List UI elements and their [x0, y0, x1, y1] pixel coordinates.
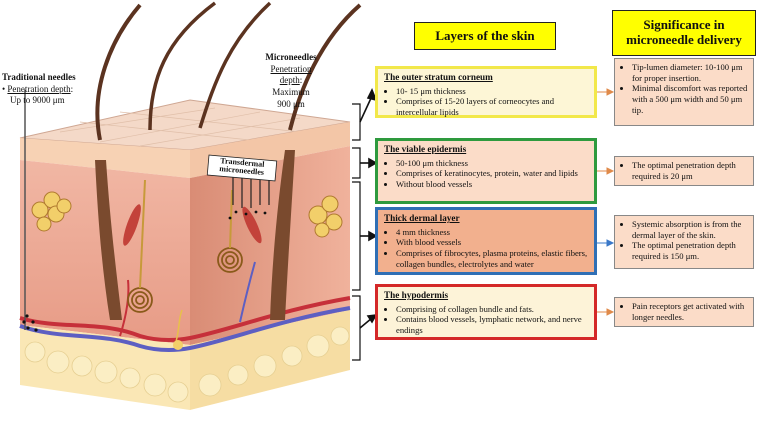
- traditional-needles-depth-value: Up to 9000 μm: [10, 95, 65, 106]
- traditional-needles-depth: • Penetration depth:: [2, 83, 74, 94]
- traditional-needles-label: Traditional needles • Penetration depth:…: [2, 72, 88, 107]
- layer-box-hypodermis: The hypodermis Comprising of collagen bu…: [375, 284, 597, 340]
- dermis-side: [190, 146, 350, 345]
- layer-title: The outer stratum corneum: [384, 72, 493, 82]
- layer-item: Comprises of 15-20 layers of corneocytes…: [396, 96, 588, 117]
- layer-title: The viable epidermis: [384, 144, 467, 154]
- microneedles-title: Microneedles: [265, 52, 317, 62]
- significance-box-epidermis: The optimal penetration depth required i…: [614, 156, 754, 186]
- layer-item: Comprises of keratinocytes, protein, wat…: [396, 168, 588, 179]
- layer-item: 50-100 μm thickness: [396, 158, 588, 169]
- skin-cross-section-illustration: [19, 1, 378, 410]
- hair-follicle-right: [270, 150, 295, 320]
- layer-item: 10- 15 μm thickness: [396, 86, 588, 97]
- significance-item: Minimal discomfort was reported with a 5…: [632, 83, 748, 115]
- significance-box-dermal: Systemic absorption is from the dermal l…: [614, 215, 754, 269]
- traditional-needles-title: Traditional needles: [2, 72, 76, 82]
- microneedles-depth-label-1: Penetration: [270, 63, 312, 74]
- layer-title: Thick dermal layer: [384, 213, 460, 223]
- significance-item: The optimal penetration depth required i…: [632, 160, 748, 181]
- significance-item: Systemic absorption is from the dermal l…: [632, 219, 748, 240]
- significance-title-line2: microneedle delivery: [626, 32, 742, 47]
- hair-follicle-left: [95, 160, 122, 320]
- traditional-needles-depth-label: Penetration depth: [7, 83, 71, 94]
- layer-item: Comprising of collagen bundle and fats.: [396, 304, 588, 315]
- significance-item: The optimal penetration depth required i…: [632, 240, 748, 261]
- layer-item: Contains blood vessels, lymphatic networ…: [396, 314, 588, 335]
- hair-shaft-2: [148, 1, 217, 131]
- layer-item: 4 mm thickness: [396, 227, 588, 238]
- significance-title: Significance in microneedle delivery: [612, 10, 756, 56]
- hair-shaft-3: [198, 1, 272, 129]
- layer-box-stratum-corneum: The outer stratum corneum 10- 15 μm thic…: [375, 66, 597, 118]
- hair-shaft-1: [95, 3, 142, 141]
- layer-title: The hypodermis: [384, 290, 449, 300]
- layer-item: With blood vessels: [396, 237, 588, 248]
- microneedles-depth-value-1: Maximum: [272, 87, 310, 98]
- layer-box-dermal-layer: Thick dermal layer 4 mm thickness With b…: [375, 207, 597, 275]
- layers-title: Layers of the skin: [414, 22, 556, 50]
- significance-box-hypodermis: Pain receptors get activated with longer…: [614, 297, 754, 327]
- epidermis-front: [20, 138, 190, 178]
- microneedles-depth-value-2: 900 μm: [277, 98, 305, 109]
- microneedles-depth-label-2: depth: [279, 75, 300, 86]
- significance-item: Tip-lumen diameter: 10-100 μm for proper…: [632, 62, 748, 83]
- layer-box-viable-epidermis: The viable epidermis 50-100 μm thickness…: [375, 138, 597, 204]
- sebaceous-gland-right: [308, 195, 343, 238]
- layer-item: Without blood vessels: [396, 179, 588, 190]
- layer-item: Comprises of fibrocytes, plasma proteins…: [396, 248, 588, 269]
- layers-title-text: Layers of the skin: [435, 27, 535, 43]
- significance-item: Pain receptors get activated with longer…: [632, 301, 748, 322]
- microneedles-label: Microneedles Penetration depth: Maximum …: [246, 52, 336, 110]
- sebaceous-gland-left: [31, 191, 72, 232]
- significance-box-stratum-corneum: Tip-lumen diameter: 10-100 μm for proper…: [614, 58, 754, 126]
- hair-shaft-4: [288, 3, 362, 131]
- significance-title-line1: Significance in: [643, 17, 725, 33]
